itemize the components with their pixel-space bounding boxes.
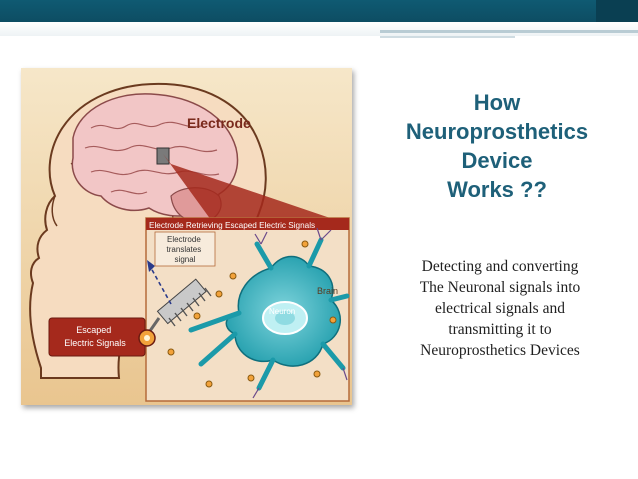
escaped-line-2: Electric Signals bbox=[64, 338, 126, 348]
electrode-implant bbox=[156, 147, 170, 165]
escaped-signal-core bbox=[144, 335, 150, 341]
title-line-3: Device bbox=[461, 148, 533, 173]
panel-title: Electrode Retrieving Escaped Electric Si… bbox=[149, 221, 315, 230]
slide-title: How Neuroprosthetics Device Works ?? bbox=[372, 88, 622, 204]
neuron-dendrites bbox=[188, 237, 350, 391]
panel-title-bar bbox=[146, 218, 349, 230]
brain-label: Brain bbox=[317, 286, 338, 296]
neuron-label: Neuron bbox=[269, 307, 295, 316]
body-line-4: transmitting it to bbox=[448, 321, 552, 338]
slide-body-text: Detecting and converting The Neuronal si… bbox=[384, 256, 616, 361]
translates-line-3: signal bbox=[175, 255, 196, 264]
signal-dots bbox=[167, 240, 337, 388]
escaped-signals-label: Escaped Electric Signals bbox=[64, 325, 126, 348]
escaped-line-1: Escaped bbox=[76, 325, 111, 335]
illustration-svg: Electrode Electrode Retrieving Escaped E… bbox=[21, 68, 352, 405]
nerve-branches bbox=[252, 227, 348, 399]
title-line-2: Neuroprosthetics bbox=[405, 119, 589, 144]
body-line-5: Neuroprosthetics Devices bbox=[420, 342, 580, 359]
translates-label: Electrode translates signal bbox=[167, 235, 204, 264]
escaped-signals-tag bbox=[48, 317, 146, 357]
neuroprosthetic-illustration: Electrode Electrode Retrieving Escaped E… bbox=[21, 68, 352, 405]
header-rule bbox=[380, 30, 638, 33]
title-line-4: Works ?? bbox=[447, 177, 547, 202]
body-line-3: electrical signals and bbox=[435, 300, 565, 317]
translates-box bbox=[154, 231, 216, 267]
signal-arrow-head bbox=[147, 260, 155, 272]
header-rule-short bbox=[380, 36, 515, 38]
header-band bbox=[0, 0, 638, 22]
face-detail bbox=[51, 195, 58, 227]
electrode-label: Electrode bbox=[187, 115, 251, 131]
body-line-1: Detecting and converting bbox=[421, 258, 579, 275]
title-line-1: How bbox=[473, 90, 521, 115]
brain-folds bbox=[84, 121, 220, 195]
body-line-2: The Neuronal signals into bbox=[419, 279, 581, 296]
callout-wedge bbox=[163, 154, 336, 220]
neuron-nucleolus bbox=[275, 311, 295, 325]
header-tab bbox=[596, 0, 638, 22]
header-accent bbox=[0, 22, 638, 36]
translates-line-1: Electrode bbox=[167, 235, 201, 244]
translates-line-2: translates bbox=[167, 245, 202, 254]
